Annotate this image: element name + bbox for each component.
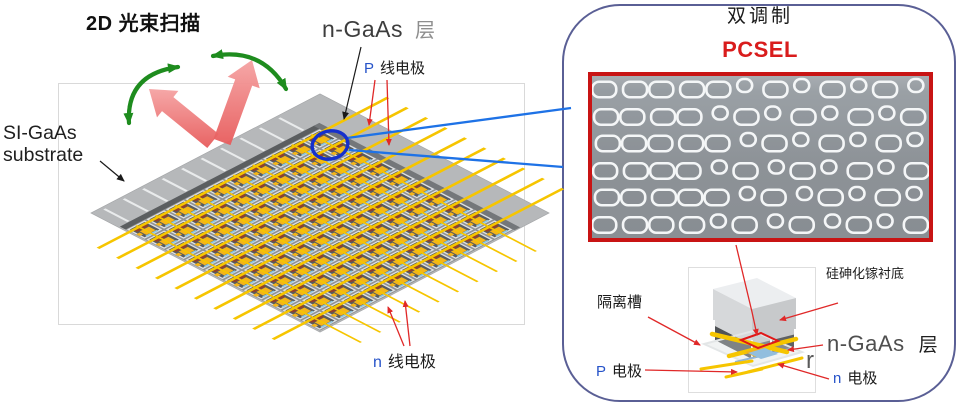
si-gaas-substrate-label: SI-GaAs substrate — [3, 122, 84, 166]
left-figure-title: 2D 光束扫描 — [86, 13, 201, 35]
left-figure-frame — [58, 83, 525, 325]
isolation-groove-label: 隔离槽 — [597, 294, 643, 311]
pcsel-label: PCSEL — [722, 37, 798, 62]
sem-photonic-crystal-image — [588, 72, 933, 242]
artifact-letter: r — [806, 347, 814, 374]
unit-cell-inset-frame — [688, 267, 816, 393]
panel-title-dual-modulation: 双调制 — [726, 5, 793, 27]
gaas-substrate-cn-label: 硅砷化镓衬底 — [826, 266, 905, 281]
sem-hole-pattern — [592, 77, 929, 235]
